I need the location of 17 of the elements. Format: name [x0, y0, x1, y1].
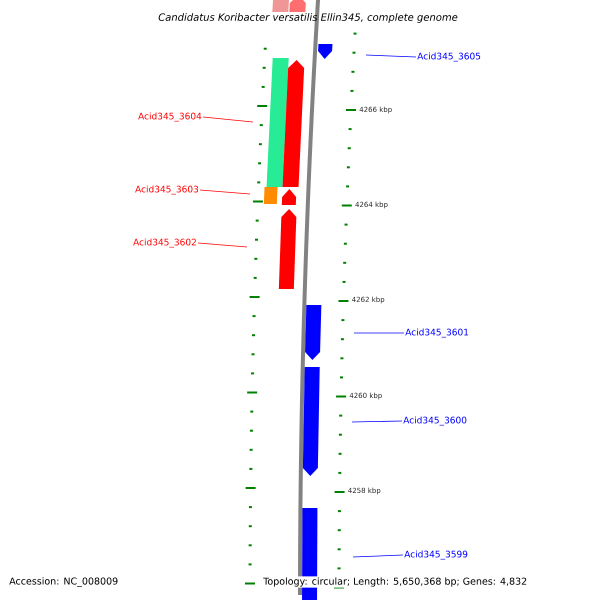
leader-line [354, 332, 404, 334]
leader-line [352, 554, 404, 558]
leader-line [198, 242, 248, 248]
footer-text: Accession: NC_008009 [9, 577, 118, 587]
gene-label: Acid345_3603 [135, 186, 198, 194]
leader-line [200, 190, 250, 194]
title: Candidatus Koribacter versatilis Ellin345, complete genome [158, 13, 458, 23]
gene-label: Acid345_3602 [133, 238, 196, 248]
gene-label: Acid345_3605 [417, 52, 480, 62]
leader-line [352, 420, 402, 422]
gene-label: Acid345_3600 [403, 416, 466, 426]
leader-line [202, 116, 254, 122]
leader-line [366, 54, 416, 58]
gene-label: Acid345_3601 [405, 328, 468, 338]
gene-label: Acid345_3599 [404, 550, 468, 560]
gene-label: Acid345_3604 [138, 112, 202, 122]
footer-text: Topology: circular; Length: 5,650,368 bp; Genes: 4,832 [262, 576, 528, 588]
